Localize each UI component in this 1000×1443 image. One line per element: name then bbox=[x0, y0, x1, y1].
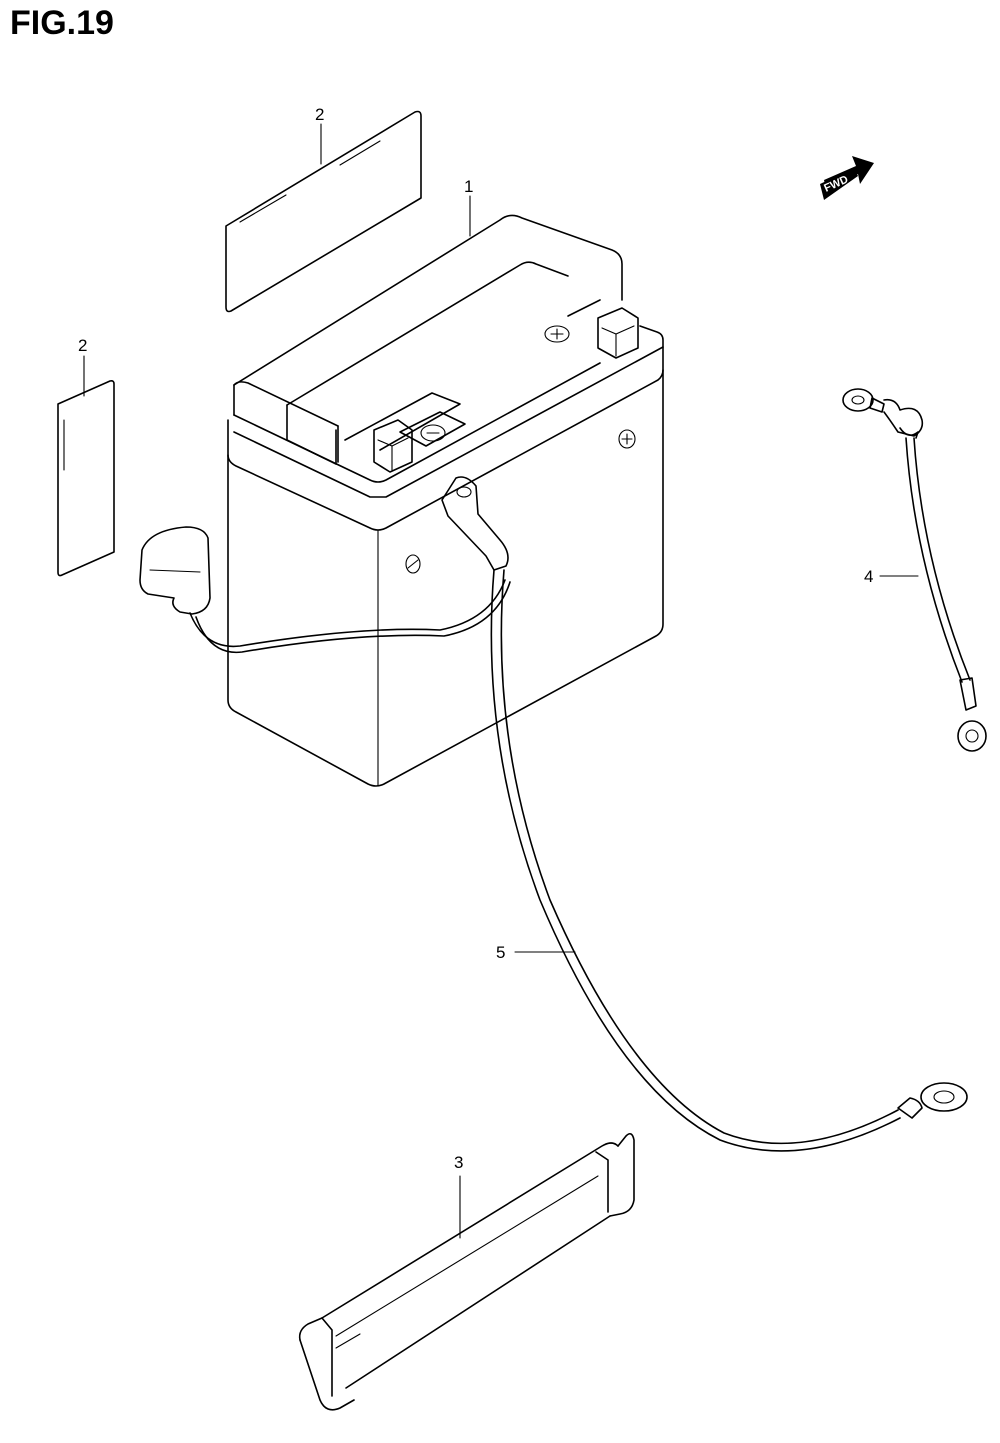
label-sheet-side bbox=[57, 380, 115, 577]
fwd-arrow-icon: FWD bbox=[820, 156, 874, 200]
callout-label-top: 2 bbox=[315, 105, 324, 124]
callout-strap: 3 bbox=[454, 1153, 463, 1172]
sub-wire-edge bbox=[195, 581, 511, 654]
lead-wire-right bbox=[842, 388, 987, 752]
callout-battery: 1 bbox=[464, 177, 473, 196]
ring-terminal-battery bbox=[441, 476, 509, 571]
label-sheet-top bbox=[225, 110, 422, 313]
battery-strap bbox=[298, 1132, 635, 1411]
callout-lead-wire-long: 5 bbox=[496, 943, 505, 962]
callout-lead-wire-right: 4 bbox=[864, 567, 873, 586]
fwd-label: FWD bbox=[822, 174, 850, 195]
lead-wire-long bbox=[490, 569, 968, 1152]
battery bbox=[227, 214, 664, 787]
figure-title: FIG.19 bbox=[10, 4, 114, 42]
sub-wire bbox=[189, 579, 506, 648]
terminal-cover bbox=[139, 526, 211, 615]
callout-label-side: 2 bbox=[78, 336, 87, 355]
